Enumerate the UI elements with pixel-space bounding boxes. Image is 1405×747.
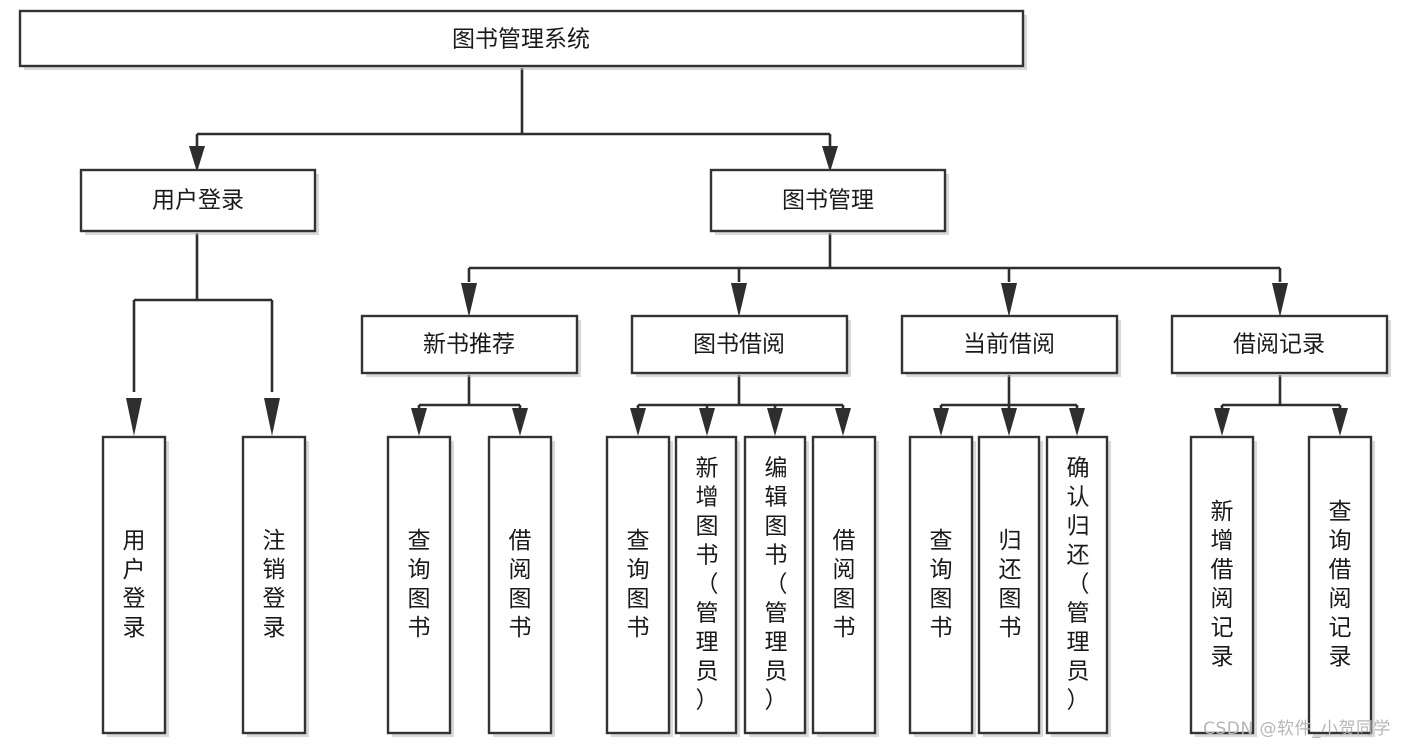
leaf-borrow-book-2[interactable]: 借阅图书	[811, 435, 879, 737]
leaf-add-book-label: 新增图书（管理员）	[696, 456, 719, 714]
node-current-borrow-label: 当前借阅	[963, 332, 1055, 358]
node-root-label: 图书管理系统	[452, 27, 590, 53]
leaf-borrow-book-1-label: 借阅图书	[509, 528, 532, 641]
leaf-user-logout-label: 注销登录	[263, 528, 286, 641]
leaf-query-book-2-box	[605, 435, 671, 735]
leaf-edit-book[interactable]: 编辑图书（管理员）	[743, 435, 809, 737]
node-book-borrow-label: 图书借阅	[693, 332, 785, 358]
leaf-user-login[interactable]: 用户登录	[101, 435, 169, 737]
arrowhead-current-borrow	[1001, 283, 1017, 317]
node-book-manage[interactable]: 图书管理	[709, 168, 949, 235]
leaf-borrow-book-2-box	[811, 435, 877, 735]
arrowhead-leaf-query-book-1	[411, 408, 427, 436]
leaf-user-login-label: 用户登录	[123, 528, 146, 641]
leaf-user-logout[interactable]: 注销登录	[241, 435, 309, 737]
arrowhead-leaf-borrow-book-2	[835, 408, 851, 436]
leaf-query-book-1[interactable]: 查询图书	[386, 435, 454, 737]
leaf-query-book-3-box	[908, 435, 974, 735]
node-book-manage-label: 图书管理	[782, 188, 874, 214]
node-user-login[interactable]: 用户登录	[79, 168, 319, 235]
leaf-return-book-box	[977, 435, 1041, 735]
arrowhead-book-manage	[822, 146, 838, 172]
node-layer: 图书管理系统 用户登录 图书管理 新书推荐	[18, 9, 1391, 737]
arrowhead-borrow-record	[1272, 283, 1288, 317]
arrowhead-leaf-confirm-return	[1069, 408, 1085, 436]
leaf-borrow-book-1-box	[487, 435, 553, 735]
leaf-add-record-box	[1189, 435, 1255, 735]
arrowhead-leaf-query-book-3	[933, 408, 949, 436]
leaf-query-book-3-label: 查询图书	[930, 528, 953, 641]
leaf-return-book-label: 归还图书	[999, 528, 1022, 641]
arrowhead-leaf-add-book	[699, 408, 715, 436]
leaf-query-book-2[interactable]: 查询图书	[605, 435, 673, 737]
arrowhead-leaf-query-record	[1332, 408, 1348, 436]
leaf-query-record[interactable]: 查询借阅记录	[1307, 435, 1375, 737]
node-current-borrow[interactable]: 当前借阅	[900, 314, 1121, 377]
leaf-borrow-book-2-label: 借阅图书	[833, 528, 856, 641]
arrowhead-leaf-edit-book	[767, 408, 783, 436]
leaf-borrow-book-1[interactable]: 借阅图书	[487, 435, 555, 737]
node-book-borrow[interactable]: 图书借阅	[630, 314, 851, 377]
node-book-borrow-box	[630, 314, 849, 375]
leaf-user-logout-box	[241, 435, 307, 735]
node-book-manage-box	[709, 168, 947, 233]
node-borrow-record-box	[1170, 314, 1389, 375]
leaf-query-record-label: 查询借阅记录	[1329, 499, 1352, 670]
leaf-edit-book-label: 编辑图书（管理员）	[765, 456, 788, 714]
leaf-confirm-return-box	[1045, 435, 1109, 735]
node-borrow-record-label: 借阅记录	[1233, 332, 1325, 358]
node-borrow-record[interactable]: 借阅记录	[1170, 314, 1391, 377]
leaf-add-record[interactable]: 新增借阅记录	[1189, 435, 1257, 737]
leaf-add-book[interactable]: 新增图书（管理员）	[674, 435, 740, 737]
arrowhead-leaf-query-book-2	[630, 408, 646, 436]
arrowhead-user-login	[189, 146, 205, 172]
node-new-book-recommend-box	[360, 314, 579, 375]
leaf-return-book[interactable]: 归还图书	[977, 435, 1043, 737]
arrowhead-leaf-return-book	[1001, 408, 1017, 436]
leaf-add-book-box	[674, 435, 738, 735]
connector-layer	[126, 68, 1348, 436]
leaf-query-book-1-box	[386, 435, 452, 735]
arrowhead-leaf-borrow-book-1	[512, 408, 528, 436]
arrowhead-new-book-recommend	[461, 283, 477, 317]
node-root[interactable]: 图书管理系统	[18, 9, 1027, 70]
node-new-book-recommend-label: 新书推荐	[423, 332, 515, 358]
leaf-query-book-3[interactable]: 查询图书	[908, 435, 976, 737]
arrowhead-leaf-add-record	[1214, 408, 1230, 436]
node-current-borrow-box	[900, 314, 1119, 375]
node-new-book-recommend[interactable]: 新书推荐	[360, 314, 581, 377]
leaf-edit-book-box	[743, 435, 807, 735]
leaf-query-book-2-label: 查询图书	[627, 528, 650, 641]
arrowhead-leaf-user-logout	[264, 398, 280, 436]
leaf-user-login-box	[101, 435, 167, 735]
node-user-login-box	[79, 168, 317, 233]
node-user-login-label: 用户登录	[152, 188, 244, 214]
leaf-add-record-label: 新增借阅记录	[1211, 499, 1234, 670]
leaf-confirm-return-label: 确认归还（管理员）	[1067, 456, 1090, 714]
leaf-query-record-box	[1307, 435, 1373, 735]
arrowhead-book-borrow	[731, 283, 747, 317]
leaf-confirm-return[interactable]: 确认归还（管理员）	[1045, 435, 1111, 737]
leaf-query-book-1-label: 查询图书	[408, 528, 431, 641]
arrowhead-leaf-user-login	[126, 398, 142, 436]
node-root-box	[18, 9, 1025, 68]
